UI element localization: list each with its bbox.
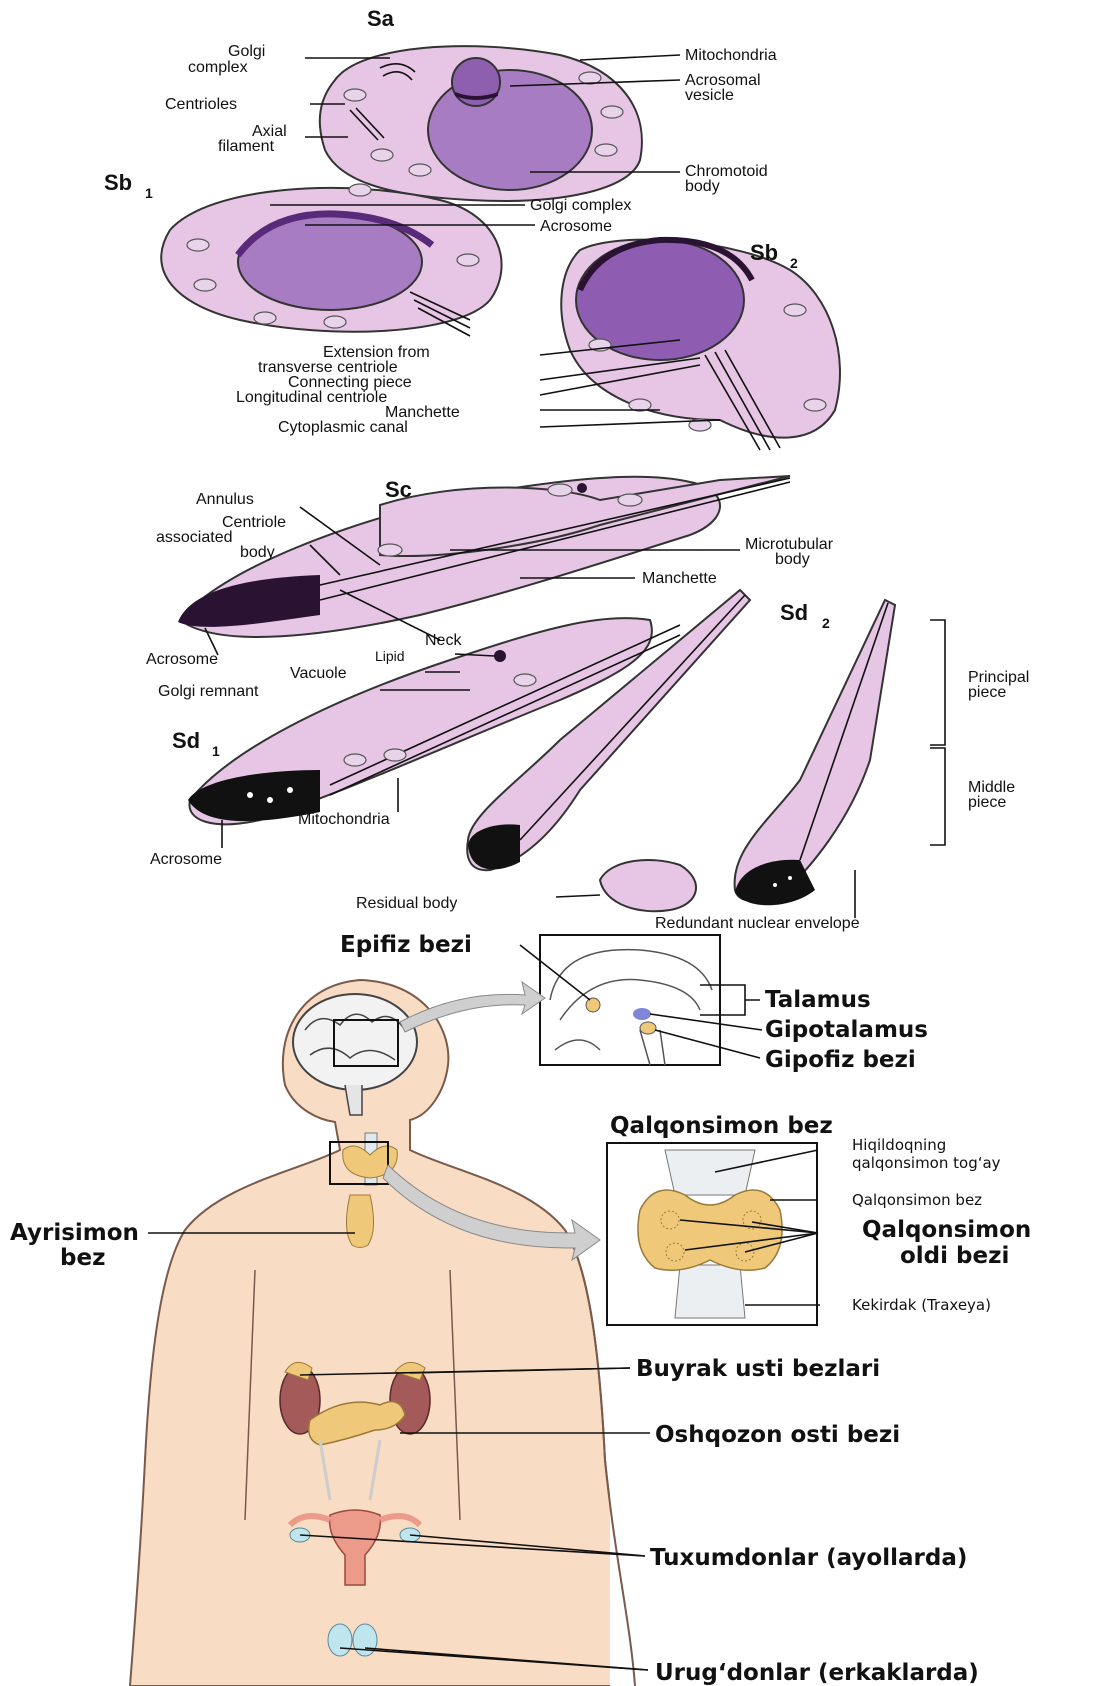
stage-sb2-subscript: 2	[790, 255, 798, 271]
middle-piece-bracket	[930, 748, 945, 845]
neck-label: Neck	[425, 632, 462, 649]
hiqildoq-label-2: qalqonsimon tog‘ay	[852, 1154, 1001, 1172]
qalqonsimon-oldi-label-1: Qalqonsimon	[862, 1217, 1031, 1243]
gipofiz-label: Gipofiz bezi	[765, 1047, 916, 1073]
endocrine-figure: Epifiz bezi Talamus Gipotalamus Gipofiz …	[10, 932, 1094, 1686]
cytoplasmic-canal-label: Cytoplasmic canal	[278, 419, 408, 436]
stage-sa-label: Sa	[367, 6, 395, 31]
stage-sd2-right-sperm	[735, 600, 895, 905]
acrosomal-vesicle-label-2: vesicle	[685, 87, 734, 104]
talamus-label: Talamus	[765, 987, 871, 1013]
qalqonsimon-title-label: Qalqonsimon bez	[610, 1113, 833, 1139]
principal-piece-label-2: piece	[968, 684, 1006, 701]
vacuole-label: Vacuole	[290, 665, 347, 682]
brain-inset	[540, 935, 720, 1065]
principal-piece-bracket	[930, 620, 945, 745]
kekirdak-label: Kekirdak (Traxeya)	[852, 1296, 991, 1314]
stage-sd2-subscript: 2	[822, 615, 830, 631]
acrosome-sc-label: Acrosome	[146, 651, 218, 668]
golgi-complex-sb-label: Golgi complex	[530, 197, 631, 214]
golgi-complex-label-2: complex	[188, 59, 248, 76]
testis-left	[328, 1624, 352, 1656]
longitudinal-centriole-label: Longitudinal centriole	[236, 389, 387, 406]
centriole-body-label-3: body	[240, 544, 275, 561]
mitochondria-top-label: Mitochondria	[685, 47, 777, 64]
stage-sb2-cell	[561, 240, 840, 450]
ayrisimon-label-2: bez	[60, 1245, 105, 1271]
mitochondria-sd-label: Mitochondria	[298, 811, 390, 828]
qalqonsimon-small-label: Qalqonsimon bez	[852, 1191, 982, 1209]
residual-body-shape	[600, 860, 696, 911]
redundant-envelope-label: Redundant nuclear envelope	[655, 915, 860, 932]
centriole-body-label-2: associated	[156, 529, 233, 546]
stage-sc-label: Sc	[385, 477, 412, 502]
golgi-complex-label-1: Golgi	[228, 43, 265, 60]
testis-right	[353, 1624, 377, 1656]
hypothalamus	[633, 1008, 651, 1020]
stage-sd1-label: Sd	[172, 728, 200, 753]
qalqonsimon-oldi-label-2: oldi bezi	[900, 1243, 1009, 1269]
stage-sd1-subscript: 1	[212, 743, 220, 759]
acrosome-sd-label: Acrosome	[150, 851, 222, 868]
centrioles-label: Centrioles	[165, 96, 237, 113]
stage-sb1-cell	[161, 184, 501, 336]
stage-sb1-subscript: 1	[145, 185, 153, 201]
acrosome-sb-label: Acrosome	[540, 218, 612, 235]
microtubular-body-label-2: body	[775, 551, 810, 568]
stage-sd2-label: Sd	[780, 600, 808, 625]
epifiz-label: Epifiz bezi	[340, 932, 472, 958]
residual-body-label: Residual body	[356, 895, 457, 912]
buyrak-label: Buyrak usti bezlari	[636, 1356, 880, 1382]
thymus	[346, 1195, 373, 1248]
lipid-label: Lipid	[375, 648, 405, 664]
ayrisimon-label-1: Ayrisimon	[10, 1220, 139, 1246]
pineal-gland	[586, 998, 600, 1012]
stage-sb1-label: Sb	[104, 170, 132, 195]
annulus-label: Annulus	[196, 491, 254, 508]
middle-piece-label-2: piece	[968, 794, 1006, 811]
pituitary-gland	[640, 1022, 656, 1034]
axial-filament-label-2: filament	[218, 138, 275, 155]
chromotoid-body-label-2: body	[685, 178, 720, 195]
manchette-sc-label: Manchette	[642, 570, 717, 587]
urugdon-label: Urug‘donlar (erkaklarda)	[655, 1660, 979, 1686]
stage-sb2-label: Sb	[750, 240, 778, 265]
gipotalamus-label: Gipotalamus	[765, 1017, 928, 1043]
oshqozon-label: Oshqozon osti bezi	[655, 1422, 900, 1448]
spermiogenesis-figure: Sa Sb 1 Sb 2	[104, 6, 1029, 932]
thyroid-inset	[607, 1143, 817, 1325]
hiqildoq-label-1: Hiqildoqning	[852, 1136, 946, 1154]
golgi-remnant-label: Golgi remnant	[158, 683, 259, 700]
stage-sa-cell	[320, 46, 642, 201]
tuxumdon-label: Tuxumdonlar (ayollarda)	[650, 1545, 967, 1571]
